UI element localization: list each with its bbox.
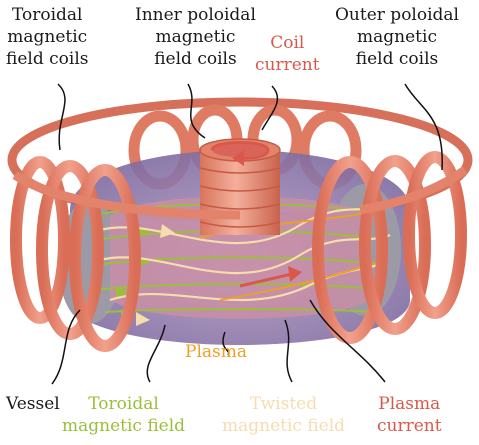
coil-current-arrow bbox=[210, 141, 270, 166]
label-line: field coils bbox=[154, 49, 237, 69]
label-line: field coils bbox=[6, 49, 89, 69]
label-toroidal-coils: Toroidal magnetic field coils bbox=[6, 4, 88, 70]
toroidal-coils-front-left bbox=[10, 156, 141, 352]
label-line: Vessel bbox=[6, 394, 60, 414]
outer-poloidal-coil-front-right bbox=[359, 166, 468, 215]
label-line: magnetic bbox=[357, 27, 437, 47]
label-plasma: Plasma bbox=[185, 341, 247, 363]
toroidal-coils-front-right bbox=[312, 151, 467, 344]
twisted-field-arrows bbox=[136, 224, 175, 326]
label-line: magnetic bbox=[155, 27, 236, 47]
label-outer-poloidal: Outer poloidal magnetic field coils bbox=[335, 4, 459, 70]
label-inner-poloidal: Inner poloidal magnetic field coils bbox=[135, 4, 256, 70]
label-line: Coil bbox=[270, 33, 305, 53]
label-twisted-field: Twisted magnetic field bbox=[222, 393, 345, 437]
label-line: Outer poloidal bbox=[335, 5, 459, 25]
label-line: magnetic field bbox=[62, 416, 186, 436]
label-line: magnetic field bbox=[222, 416, 346, 436]
leader-lines bbox=[51, 83, 443, 385]
label-line: current bbox=[255, 55, 320, 75]
label-vessel: Vessel bbox=[6, 393, 60, 415]
label-line: Plasma bbox=[378, 394, 441, 414]
label-toroidal-field: Toroidal magnetic field bbox=[62, 393, 185, 437]
plasma-current-arrow bbox=[239, 266, 302, 288]
label-line: Toroidal bbox=[88, 394, 159, 414]
label-coil-current: Coil current bbox=[255, 32, 320, 76]
label-line: Inner poloidal bbox=[135, 5, 256, 25]
label-line: Plasma bbox=[185, 342, 247, 362]
label-line: Toroidal bbox=[11, 5, 83, 25]
outer-poloidal-coil-front bbox=[12, 171, 241, 220]
label-plasma-current: Plasma current bbox=[377, 393, 442, 437]
label-line: Twisted bbox=[249, 394, 318, 414]
label-line: current bbox=[377, 416, 442, 436]
label-line: field coils bbox=[355, 49, 439, 69]
label-line: magnetic bbox=[7, 27, 88, 47]
